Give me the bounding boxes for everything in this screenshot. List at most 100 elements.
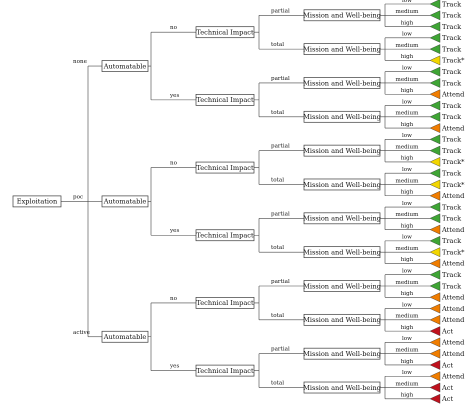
outcome-marker [429,179,441,190]
mission-value-medium: medium [396,77,420,83]
technical-impact-value-partial: partial [271,76,290,82]
outcome-marker [429,44,441,55]
automatable-value-yes: yes [169,228,179,234]
technical-impact-value-partial: partial [271,144,290,150]
outcome-label: Track [442,79,462,87]
ti-trunk-0 [254,15,260,50]
mission-value-low: low [402,235,412,241]
mission-value-high: high [401,156,414,162]
mission-value-low: low [402,133,412,139]
outcome-marker [429,292,441,303]
outcome-label: Track [442,0,462,8]
automatable-trunk-1 [148,167,152,236]
mission-wellbeing-node-label: Mission and Well-being [303,316,382,324]
mission-value-medium: medium [396,347,420,353]
outcome-label: Attend [441,260,465,268]
mission-value-low: low [402,99,412,105]
outcome-marker [429,281,441,291]
mission-value-high: high [401,291,414,297]
outcome-label: Track [442,215,462,223]
outcome-label: Act [441,384,453,392]
mission-wellbeing-node-label: Mission and Well-being [303,248,382,256]
technical-impact-node-label: Technical Impact [196,96,254,104]
technical-impact-node-label: Technical Impact [196,164,254,172]
mission-wellbeing-node-box [303,77,381,89]
mission-value-high: high [401,88,414,94]
outcome-marker [429,269,441,280]
technical-impact-value-partial: partial [271,8,290,14]
outcome-marker [429,89,441,100]
technical-impact-node-box [195,161,255,174]
outcome-marker [429,348,441,359]
ti-trunk-2 [254,150,260,185]
outcome-marker [429,360,441,370]
outcome-label: Attend [441,226,465,234]
automatable-value-no: no [170,25,178,31]
technical-impact-value-total: total [271,381,284,387]
mission-wellbeing-node-label: Mission and Well-being [303,12,382,20]
outcome-marker [429,145,441,156]
mission-value-medium: medium [396,43,420,49]
mission-wellbeing-node-box [303,144,381,157]
mission-value-high: high [401,325,414,331]
outcome-marker [429,213,441,224]
outcome-marker [429,393,441,404]
outcome-label: Track [442,237,462,245]
outcome-marker [429,100,441,111]
mission-value-low: low [402,32,412,38]
mission-value-high: high [401,20,414,26]
technical-impact-node-box [195,26,255,39]
exploitation-value-poc: poc [73,194,83,200]
outcome-marker [429,235,441,246]
outcome-label: Track* [442,57,465,65]
outcome-marker [429,78,441,88]
outcome-marker [429,168,441,179]
mission-value-high: high [401,223,414,229]
automatable-value-no: no [170,296,178,302]
exploitation-value-active: active [73,330,91,336]
automatable-value-yes: yes [169,93,179,99]
outcome-label: Track [442,113,462,121]
outcome-marker [429,303,441,314]
outcome-marker [429,224,441,235]
mission-value-low: low [402,302,412,308]
mission-wellbeing-node-label: Mission and Well-being [303,45,382,53]
outcome-label: Act [441,327,453,335]
mission-wellbeing-node-box [303,43,381,55]
ti-trunk-3 [254,218,260,253]
automatable-node-box [101,60,149,72]
technical-impact-value-total: total [271,42,284,48]
mission-value-medium: medium [396,280,420,286]
outcome-label: Attend [441,350,465,358]
outcome-label: Attend [441,124,465,132]
technical-impact-value-partial: partial [271,347,290,353]
mission-value-medium: medium [396,246,420,252]
outcome-label: Track [442,68,462,76]
mission-wellbeing-node-label: Mission and Well-being [303,350,382,358]
outcome-marker [429,55,441,66]
ti-trunk-4 [254,286,260,320]
technical-impact-value-partial: partial [271,211,290,217]
mission-value-low: low [402,65,412,71]
mission-value-medium: medium [396,178,420,184]
outcome-label: Track [442,203,462,211]
mission-wellbeing-node-box [303,313,381,326]
mission-value-medium: medium [396,381,420,387]
outcome-label: Track* [442,158,465,166]
technical-impact-node-label: Technical Impact [196,29,254,37]
outcome-marker [429,314,441,325]
automatable-node-label: Automatable [103,333,147,341]
outcome-marker [429,247,441,258]
outcome-label: Track [442,136,462,144]
outcome-label: Track [442,147,462,155]
outcome-label: Attend [441,91,465,99]
mission-value-medium: medium [396,9,420,15]
mission-wellbeing-node-box [303,212,381,225]
mission-value-low: low [402,269,412,275]
technical-impact-value-total: total [271,313,284,319]
mission-value-high: high [401,190,414,196]
technical-impact-value-total: total [271,110,284,116]
automatable-value-no: no [170,161,178,167]
automatable-trunk-0 [148,32,152,100]
